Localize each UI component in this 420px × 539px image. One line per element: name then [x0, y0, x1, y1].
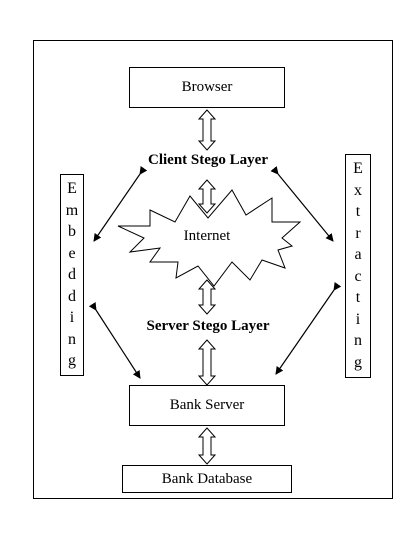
embedding-letter: m: [65, 201, 79, 219]
arrow-embedding-bankserver: [88, 301, 141, 379]
browser-box: Browser: [129, 67, 285, 108]
extracting-letter: i: [355, 310, 361, 328]
embedding-letter: b: [68, 223, 76, 240]
embedding-letter: E: [67, 180, 77, 197]
double-arrow-internet-server: [197, 279, 217, 315]
extracting-letter: r: [355, 224, 361, 242]
double-arrow-bank-database: [197, 427, 217, 465]
bank-server-box: Bank Server: [129, 385, 285, 426]
extracting-letter: x: [354, 181, 362, 199]
embedding-letter: n: [68, 330, 76, 348]
double-arrow-browser-client: [197, 109, 217, 151]
server-stego-layer-label: Server Stego Layer: [146, 318, 270, 334]
embedding-letter: d: [68, 266, 76, 283]
diagram-frame: [33, 40, 393, 499]
extracting-letter: c: [354, 267, 362, 285]
extracting-letter: n: [354, 332, 362, 350]
embedding-box: E m b e d d i n g: [60, 174, 84, 376]
embedding-letter: d: [68, 287, 76, 305]
bank-database-label: Bank Database: [161, 470, 253, 487]
extracting-letter: t: [355, 203, 361, 221]
extracting-box: E x t r a c t i n g: [345, 154, 371, 378]
extracting-letter: t: [355, 289, 361, 307]
bank-database-box: Bank Database: [122, 465, 292, 493]
embedding-letter: e: [68, 244, 76, 262]
arrow-extracting-bankserver: [275, 281, 342, 375]
extracting-letter: a: [354, 246, 362, 264]
extracting-letter: E: [353, 160, 363, 177]
double-arrow-client-internet: [197, 179, 217, 214]
browser-label: Browser: [181, 79, 233, 95]
client-stego-layer-label: Client Stego Layer: [148, 152, 268, 168]
arrow-client-extracting: [270, 166, 334, 242]
internet-cloud: [117, 189, 302, 287]
bank-server-label: Bank Server: [169, 397, 245, 413]
extracting-letter: g: [354, 353, 362, 371]
embedding-letter: i: [69, 309, 75, 326]
internet-label: Internet: [183, 228, 231, 244]
embedding-letter: g: [68, 352, 76, 369]
arrow-client-embedding: [93, 165, 148, 242]
double-arrow-server-bank: [197, 339, 217, 386]
